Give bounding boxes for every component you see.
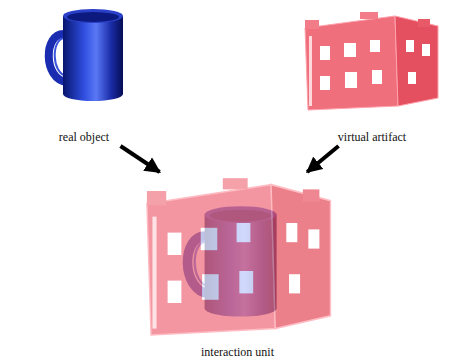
node-caption: real object: [57, 130, 111, 144]
flow-arrow: [120, 146, 159, 172]
flow-arrow: [307, 146, 338, 172]
node-caption: interaction unit: [199, 345, 276, 359]
picture-node: interaction unit: [135, 172, 340, 359]
mug-picture: [49, 9, 123, 101]
node-caption: virtual artifact: [336, 130, 408, 144]
combined-picture: [147, 178, 331, 335]
picture-node: real object: [36, 4, 132, 144]
picture-node: virtual artifact: [296, 2, 448, 144]
building-picture: [305, 12, 438, 110]
